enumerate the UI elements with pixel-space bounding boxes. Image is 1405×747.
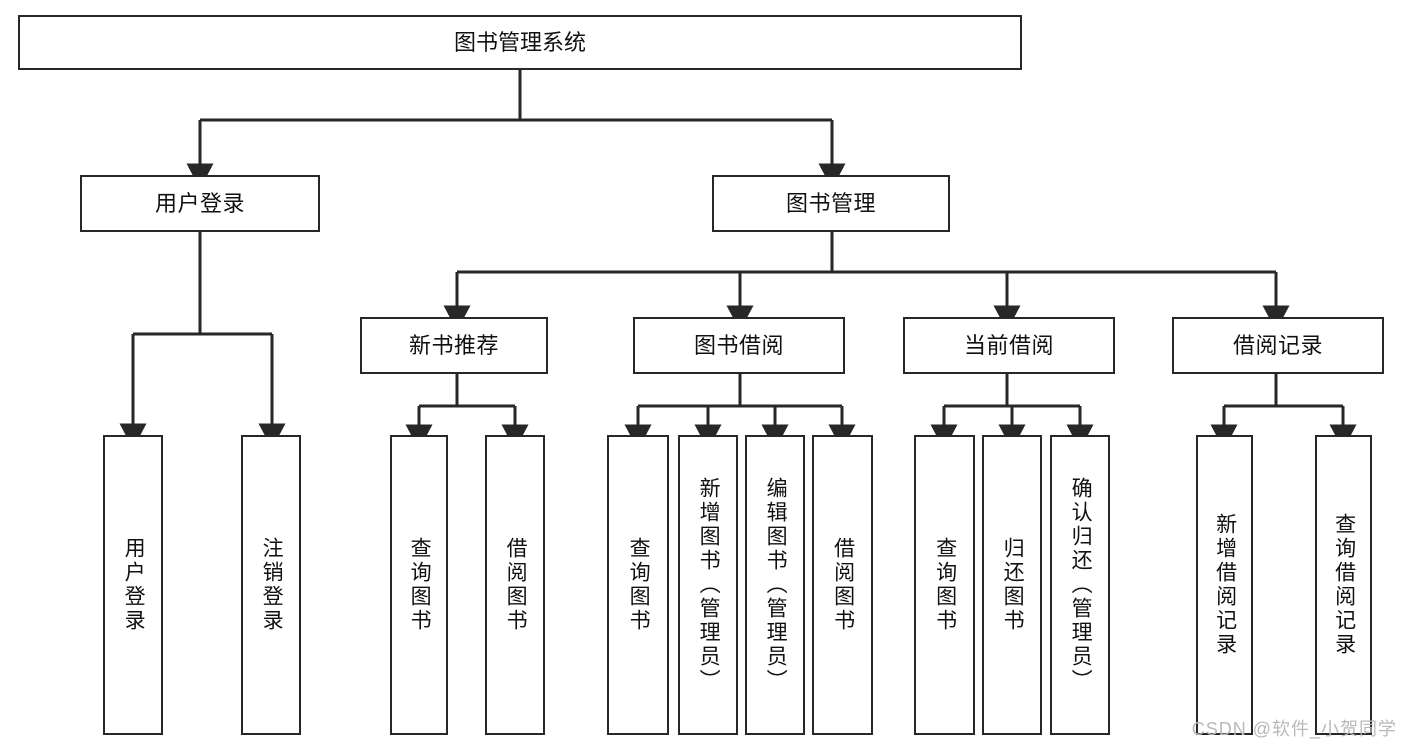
leaf-confirm-return-label: 确认归还（管理员） [1069,477,1093,693]
leaf-query-record[interactable]: 查询借阅记录 [1315,435,1372,735]
leaf-add-book[interactable]: 新增图书（管理员） [678,435,738,735]
node-book-manage[interactable]: 图书管理 [712,175,950,232]
node-user-login[interactable]: 用户登录 [80,175,320,232]
leaf-user-login[interactable]: 用户登录 [103,435,163,735]
leaf-query-record-label: 查询借阅记录 [1332,513,1356,657]
leaf-borrow-book-2[interactable]: 借阅图书 [812,435,873,735]
node-root-system[interactable]: 图书管理系统 [18,15,1022,70]
node-book-borrow-label: 图书借阅 [693,332,784,358]
leaf-query-book-3[interactable]: 查询图书 [914,435,975,735]
node-book-borrow[interactable]: 图书借阅 [633,317,845,374]
leaf-edit-book-label: 编辑图书（管理员） [764,477,788,693]
leaf-add-book-label: 新增图书（管理员） [697,477,721,693]
node-new-book-rec-label: 新书推荐 [408,332,499,358]
leaf-add-record[interactable]: 新增借阅记录 [1196,435,1253,735]
node-new-book-rec[interactable]: 新书推荐 [360,317,548,374]
node-root-label: 图书管理系统 [453,29,586,55]
node-borrow-record-label: 借阅记录 [1232,332,1323,358]
node-current-borrow-label: 当前借阅 [963,332,1054,358]
leaf-borrow-book-2-label: 借阅图书 [831,537,855,633]
leaf-return-book-label: 归还图书 [1001,537,1025,633]
leaf-query-book-1-label: 查询图书 [408,537,432,633]
leaf-query-book-2[interactable]: 查询图书 [607,435,669,735]
leaf-borrow-book-1[interactable]: 借阅图书 [485,435,545,735]
leaf-query-book-1[interactable]: 查询图书 [390,435,448,735]
leaf-add-record-label: 新增借阅记录 [1213,513,1237,657]
leaf-borrow-book-1-label: 借阅图书 [504,537,528,633]
node-user-login-label: 用户登录 [154,190,245,216]
leaf-user-login-label: 用户登录 [122,537,146,633]
leaf-query-book-3-label: 查询图书 [933,537,957,633]
leaf-edit-book[interactable]: 编辑图书（管理员） [745,435,805,735]
leaf-query-book-2-label: 查询图书 [627,537,651,633]
edges-root [119,70,1357,450]
node-borrow-record[interactable]: 借阅记录 [1172,317,1384,374]
node-current-borrow[interactable]: 当前借阅 [903,317,1115,374]
watermark-text: CSDN @软件_小贺同学 [1191,719,1397,739]
leaf-return-book[interactable]: 归还图书 [982,435,1042,735]
node-book-manage-label: 图书管理 [785,190,876,216]
leaf-user-logout-label: 注销登录 [260,537,284,633]
leaf-user-logout[interactable]: 注销登录 [241,435,301,735]
leaf-confirm-return[interactable]: 确认归还（管理员） [1050,435,1110,735]
